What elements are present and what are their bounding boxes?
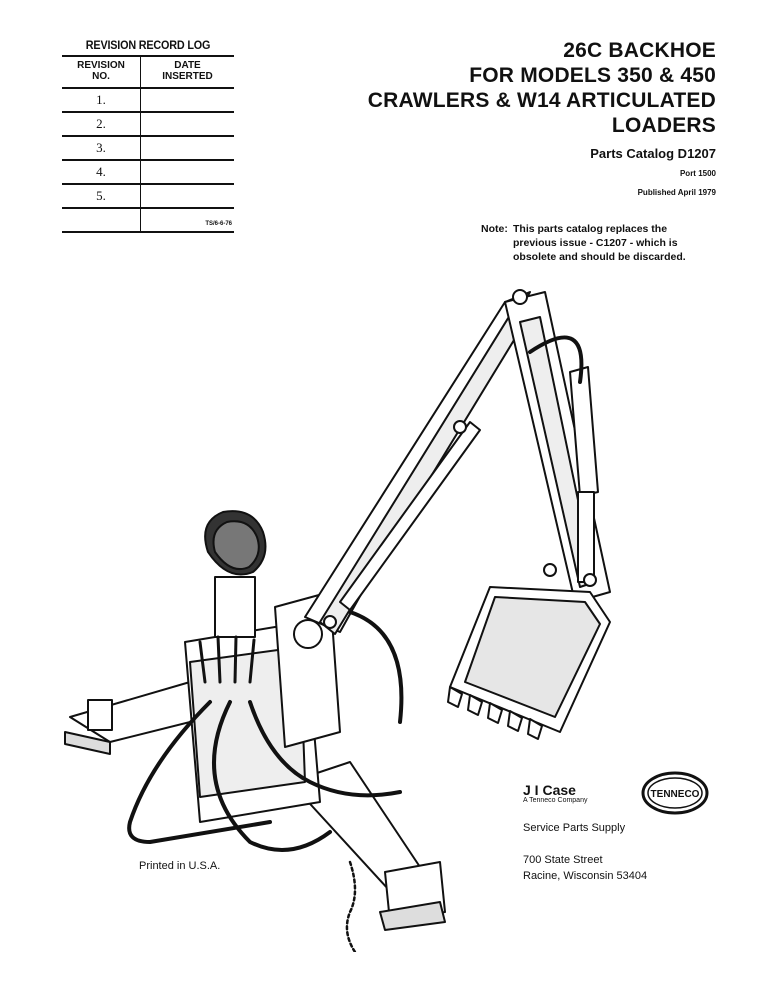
part-number: Port 1500: [679, 169, 716, 178]
note-label: Note:: [481, 223, 508, 235]
table-row: 4.: [62, 161, 234, 185]
revision-no-header: REVISION NO.: [62, 57, 141, 87]
replacement-note: Note: This parts catalog replaces the pre…: [481, 222, 721, 264]
date-cell: [141, 137, 234, 159]
date-header-line1: DATE: [174, 60, 201, 71]
date-cell: [141, 185, 234, 207]
title-line-2: FOR MODELS 350 & 450: [469, 64, 716, 87]
revision-number: 1.: [62, 89, 141, 111]
note-line-1: This parts catalog replaces the: [513, 223, 668, 235]
table-footer-row: TS/6-6-76: [62, 209, 234, 233]
revision-header-line2: NO.: [92, 71, 110, 82]
printed-in-usa: Printed in U.S.A.: [139, 860, 221, 872]
parts-catalog-number: Parts Catalog D1207: [590, 146, 716, 161]
address-line-2: Racine, Wisconsin 53404: [523, 870, 648, 882]
revision-table-header: REVISION NO. DATE INSERTED: [62, 57, 234, 89]
revision-record-log: REVISION RECORD LOG REVISION NO. DATE IN…: [62, 38, 234, 233]
address-line-1: 700 State Street: [523, 854, 603, 866]
backhoe-illustration: [64, 289, 611, 952]
tenneco-logo: TENNECO: [641, 771, 709, 815]
date-cell: [141, 161, 234, 183]
company-block: J I Case A Tenneco Company: [523, 782, 587, 804]
revision-number: 4.: [62, 161, 141, 183]
revision-header-line1: REVISION: [77, 60, 125, 71]
address-block: 700 State Street Racine, Wisconsin 53404: [523, 852, 647, 884]
service-parts-supply: Service Parts Supply: [523, 822, 626, 834]
title-block: 26C BACKHOE FOR MODELS 350 & 450 CRAWLER…: [368, 38, 716, 197]
revision-table: REVISION NO. DATE INSERTED 1. 2. 3. 4. 5…: [62, 55, 234, 233]
empty-cell: [62, 209, 141, 231]
table-row: 1.: [62, 89, 234, 113]
published-date: Published April 1979: [637, 188, 716, 197]
table-row: 3.: [62, 137, 234, 161]
revision-number: 5.: [62, 185, 141, 207]
date-header-line2: INSERTED: [162, 71, 213, 82]
date-cell: [141, 89, 234, 111]
date-inserted-header: DATE INSERTED: [141, 57, 234, 87]
company-name: J I Case: [523, 782, 576, 798]
revision-number: 2.: [62, 113, 141, 135]
title-line-1: 26C BACKHOE: [563, 39, 716, 62]
revision-footnote: TS/6-6-76: [205, 221, 232, 227]
revision-number: 3.: [62, 137, 141, 159]
title-line-3: CRAWLERS & W14 ARTICULATED: [367, 89, 716, 112]
date-cell: [141, 113, 234, 135]
company-subtitle: A Tenneco Company: [523, 797, 588, 804]
title-line-4: LOADERS: [611, 114, 716, 137]
logo-text: TENNECO: [651, 789, 700, 800]
note-line-2: previous issue - C1207 - which is: [513, 237, 678, 249]
revision-log-title: REVISION RECORD LOG: [85, 38, 211, 52]
note-line-3: obsolete and should be discarded.: [513, 251, 686, 263]
table-row: 5.: [62, 185, 234, 209]
table-row: 2.: [62, 113, 234, 137]
